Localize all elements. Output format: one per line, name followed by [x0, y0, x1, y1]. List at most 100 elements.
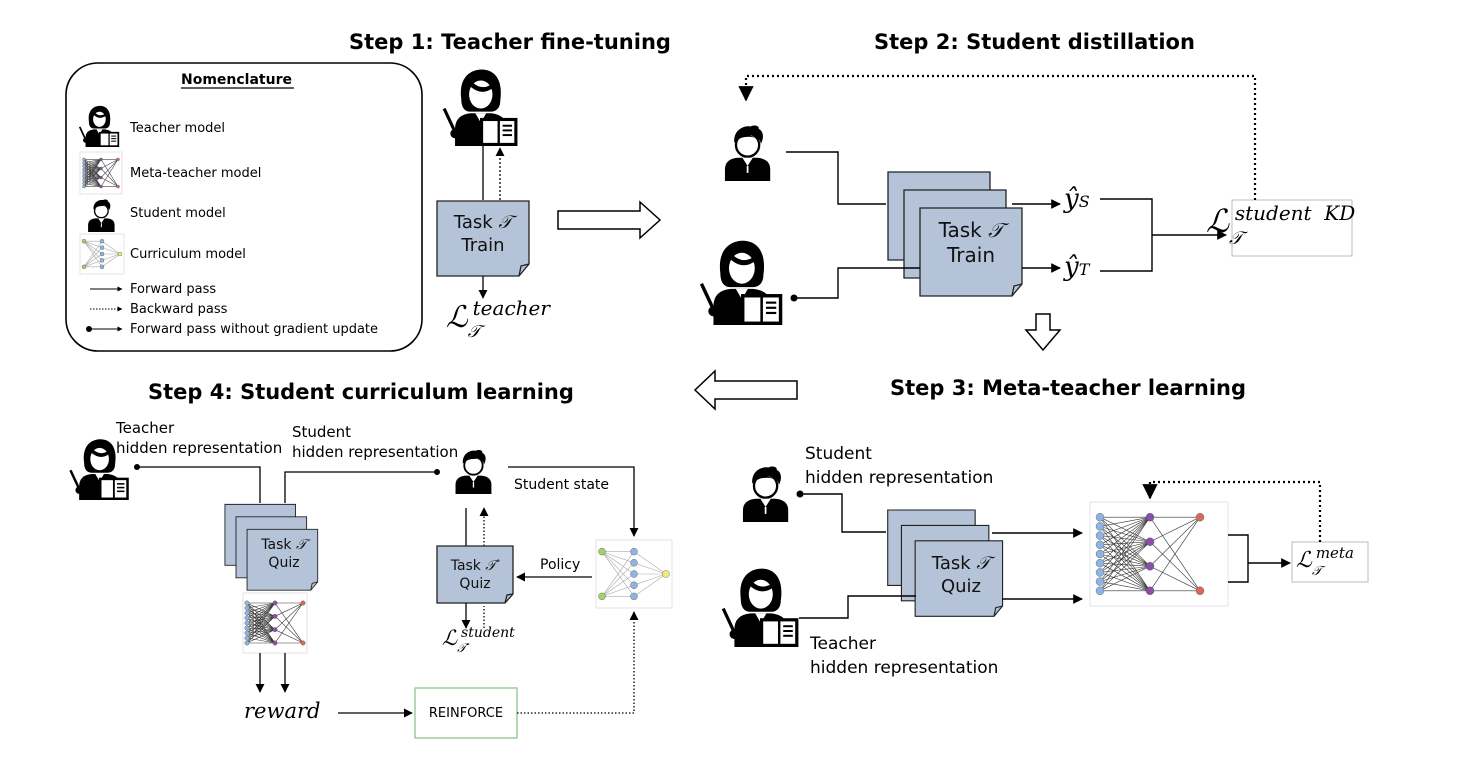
network-node [1195, 586, 1205, 595]
network-node [99, 238, 105, 244]
step2-teacher-icon [699, 238, 783, 326]
network-node [1095, 522, 1105, 531]
network-edge [101, 240, 121, 255]
network-edge [1099, 535, 1151, 543]
network-edge [1099, 553, 1151, 567]
legend-nograd-arrow [86, 326, 123, 332]
network-node [1145, 562, 1155, 571]
network-edge [1099, 562, 1151, 592]
network-node [99, 258, 105, 263]
policy-label: Policy [540, 557, 581, 573]
network-node [1095, 549, 1105, 559]
network-node [598, 592, 606, 601]
network-edge [101, 253, 121, 261]
network-edge [246, 616, 276, 629]
network-edge [246, 602, 276, 624]
network-edge [83, 159, 102, 167]
network-node [244, 630, 250, 636]
network-edge [83, 165, 102, 169]
step4-student-loss: ℒ𝒯′student [442, 625, 515, 655]
network-node [99, 184, 103, 189]
step3-teacher-label-1: Teacher [810, 634, 876, 654]
network-edge [83, 159, 102, 174]
network-edge [1149, 516, 1201, 567]
step2-student-line [786, 151, 886, 205]
nomenclature-heading: Nomenclature [181, 72, 292, 88]
step2-y-student: ŷS [1064, 184, 1090, 214]
network-edge [1099, 535, 1151, 567]
network-node [630, 559, 638, 567]
reward-label: reward [244, 699, 321, 723]
network-edge [1099, 541, 1151, 564]
network-node [272, 613, 278, 619]
network-edge [1099, 526, 1151, 567]
network-node [630, 581, 638, 589]
step3-to-step4-arrow [693, 369, 798, 411]
reinforce-box [414, 687, 518, 739]
network-edge [1149, 541, 1201, 592]
network-node [99, 157, 103, 162]
step4-teacher-label-2: hidden representation [116, 439, 283, 457]
network-edge [1099, 541, 1151, 573]
legend-curriculum-label: Curriculum model [130, 247, 246, 262]
network-edge [83, 241, 103, 267]
network-edge [246, 616, 276, 619]
network-node [300, 640, 306, 646]
network-edge [246, 616, 276, 639]
network-node [272, 640, 278, 646]
network-node [82, 184, 86, 189]
step3-teacher-icon [721, 566, 799, 648]
network-edge [1099, 565, 1151, 592]
step1-teacher-icon [442, 68, 518, 146]
step2-y-teacher: ŷT [1064, 252, 1090, 282]
network-node [116, 157, 120, 162]
network-edge [1099, 516, 1151, 564]
step4-task-prime-doc [436, 545, 514, 604]
network-edge [246, 602, 276, 644]
network-edge [1099, 541, 1151, 592]
step3-teacher-line [799, 595, 916, 619]
network-edge [601, 551, 635, 564]
network-node [244, 615, 250, 621]
step4-reinforce-update [517, 611, 639, 714]
network-edge [601, 573, 635, 597]
network-edge [246, 602, 276, 614]
network-node [1145, 586, 1155, 595]
network-node [244, 610, 250, 616]
step1-teacher-loss: ℒ𝒯teacher [446, 296, 550, 342]
network-node [244, 625, 250, 631]
step3-loss-box [1291, 541, 1369, 583]
network-edge [83, 159, 102, 177]
legend-meta-teacher-label: Meta-teacher model [130, 166, 262, 181]
network-edge [1099, 516, 1151, 573]
step2-loss-box [1231, 199, 1353, 257]
network-node [82, 164, 86, 168]
network-edge [633, 562, 667, 575]
network-edge [246, 629, 276, 644]
network-edge [246, 616, 276, 624]
step3-title: Step 3: Meta-teacher learning [890, 376, 1246, 400]
network-node [116, 184, 120, 189]
network-node [244, 620, 250, 626]
network-node [1095, 531, 1105, 540]
network-node [82, 178, 86, 182]
step4-state-arrow [508, 466, 639, 537]
network-edge [601, 562, 635, 597]
network-edge [83, 253, 103, 268]
network-edge [1099, 544, 1151, 592]
legend-forward-label: Forward pass [130, 282, 217, 297]
network-node [82, 161, 86, 165]
network-node [630, 547, 638, 556]
network-node [244, 600, 250, 606]
network-edge [246, 616, 276, 644]
network-edge [1149, 517, 1201, 591]
network-node [1145, 513, 1155, 522]
step4-title: Step 4: Student curriculum learning [148, 380, 574, 404]
network-edge [246, 602, 276, 639]
network-edge [83, 162, 102, 169]
step2-title: Step 2: Student distillation [874, 30, 1195, 54]
network-edge [83, 240, 103, 248]
network-edge [1099, 516, 1151, 536]
